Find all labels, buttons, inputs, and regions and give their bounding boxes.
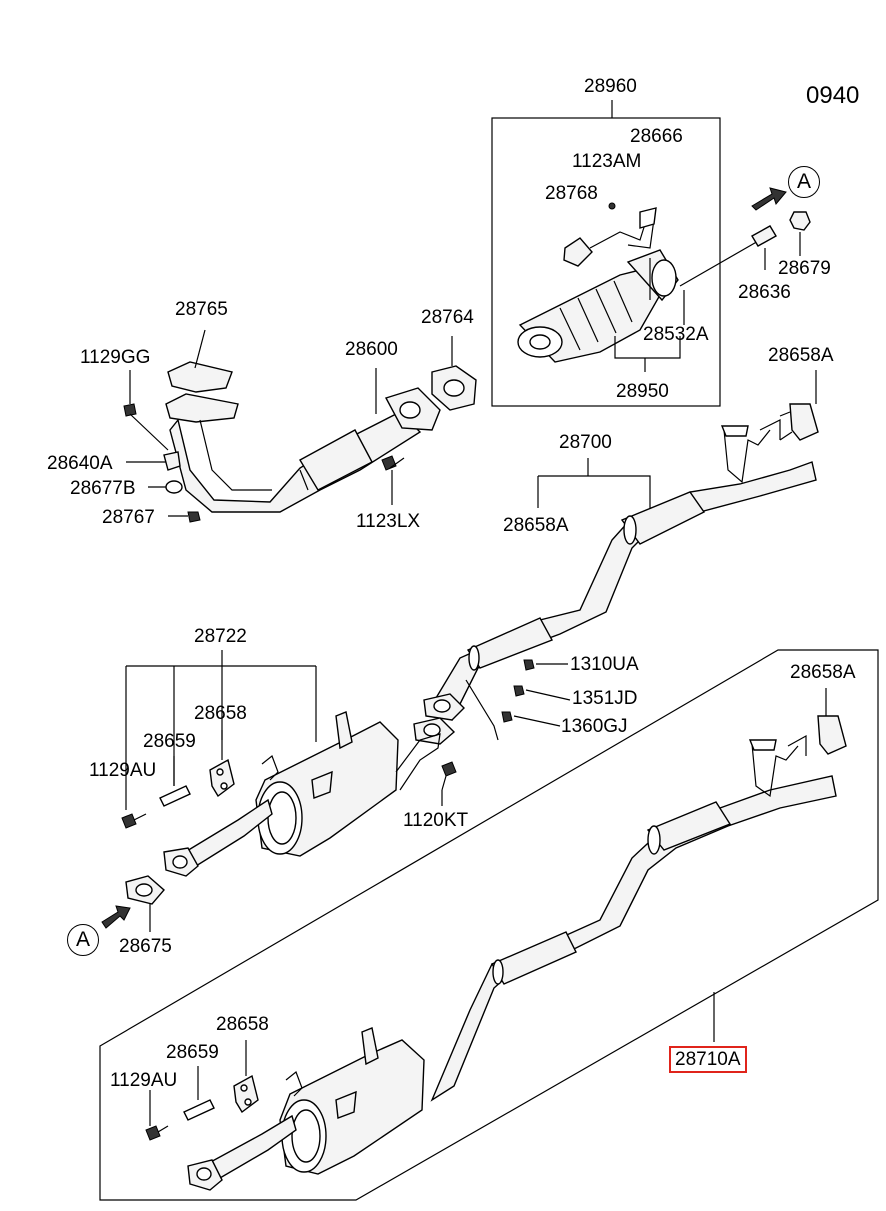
reference-marker-a-bottom: A <box>67 924 99 956</box>
reference-marker-a-top: A <box>788 166 820 198</box>
label-1129AU-a: 1129AU <box>89 760 157 781</box>
label-28640A: 28640A <box>47 453 113 474</box>
label-28768: 28768 <box>545 183 598 204</box>
label-1123LX: 1123LX <box>356 511 421 532</box>
label-1351JD: 1351JD <box>572 688 638 709</box>
label-28659-a: 28659 <box>143 731 196 752</box>
label-28658A-low: 28658A <box>790 662 856 683</box>
front-pipe-28600 <box>165 361 441 513</box>
label-28765: 28765 <box>175 299 228 320</box>
label-28659-b: 28659 <box>166 1042 219 1063</box>
muffler-assembly-28710A <box>187 775 837 1191</box>
label-28658-a: 28658 <box>194 703 247 724</box>
diagram-code: 0940 <box>806 82 860 109</box>
label-1129AU-b: 1129AU <box>110 1070 178 1091</box>
label-1360GJ: 1360GJ <box>561 716 628 737</box>
label-1120KT: 1120KT <box>403 810 469 831</box>
label-28636: 28636 <box>738 282 791 303</box>
label-28960: 28960 <box>584 76 637 97</box>
label-28950: 28950 <box>616 381 669 402</box>
label-28679: 28679 <box>778 258 831 279</box>
label-28767: 28767 <box>102 507 155 528</box>
label-28532A: 28532A <box>643 324 709 345</box>
label-1129GG: 1129GG <box>80 347 151 368</box>
label-28600: 28600 <box>345 339 398 360</box>
label-28658-b: 28658 <box>216 1014 269 1035</box>
label-28677B: 28677B <box>70 478 136 499</box>
label-28666: 28666 <box>630 126 683 147</box>
label-1310UA: 1310UA <box>570 654 639 675</box>
bracket-28768 <box>563 202 657 267</box>
center-pipe-28700 <box>429 461 817 721</box>
label-28710A-highlighted[interactable]: 28710A <box>669 1046 747 1073</box>
label-28658A-mid: 28658A <box>503 515 569 536</box>
label-28722: 28722 <box>194 626 247 647</box>
rear-muffler-28722 <box>163 711 441 877</box>
label-1123AM: 1123AM <box>572 151 642 172</box>
label-28658A-top: 28658A <box>768 345 834 366</box>
label-28700: 28700 <box>559 432 612 453</box>
label-28675: 28675 <box>119 936 172 957</box>
catalytic-converter <box>517 249 679 363</box>
muffler-assembly-box <box>99 649 879 1201</box>
label-28764: 28764 <box>421 307 474 328</box>
catalyst-group-box <box>491 117 721 407</box>
